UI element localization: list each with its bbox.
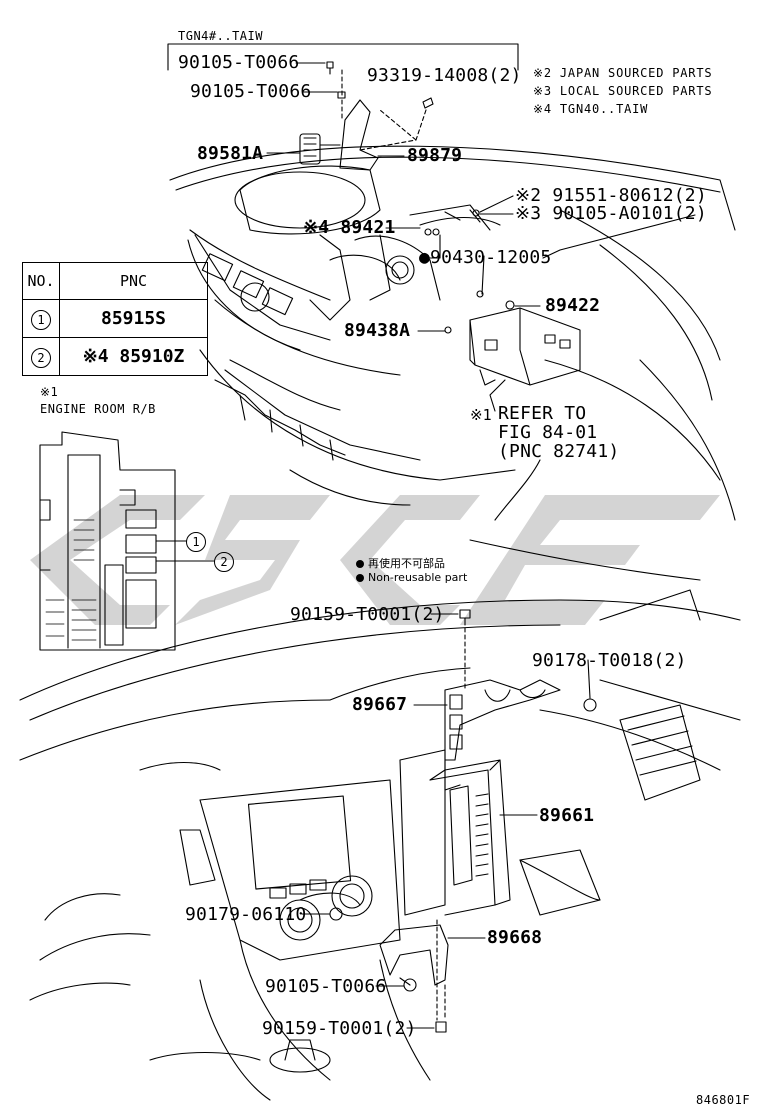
part-89438A: 89438A: [344, 320, 411, 341]
pnc-table: NO. PNC 1 85915S 2 ※4 85910Z: [22, 262, 208, 376]
part-89879: 89879: [407, 145, 463, 166]
part-90105-T0066-bottom: 90105-T0066: [265, 976, 387, 997]
part-89581A: 89581A: [197, 143, 264, 164]
legend-local: ※3 LOCAL SOURCED PARTS: [533, 84, 713, 98]
dash-top: [19, 599, 741, 701]
refer-mark: ※1: [470, 406, 492, 424]
col-no: NO.: [22, 262, 60, 300]
part-90105-A0101: ※3 90105-A0101(2): [515, 203, 707, 224]
watermark-logo: [30, 495, 720, 625]
pnc-row: 2 ※4 85910Z: [22, 337, 208, 376]
part-91551-80612: ※2 91551-80612(2): [515, 185, 707, 206]
part-90105-T0066-top: 90105-T0066: [178, 52, 300, 73]
part-90159-T0001-bottom: 90159-T0001(2): [262, 1018, 417, 1039]
hood-line: [169, 145, 736, 231]
bracket-89667: [444, 679, 561, 761]
part-89422: 89422: [545, 295, 601, 316]
engine-block: [239, 165, 381, 235]
nonreuse-en: Non-reusable part: [356, 571, 467, 584]
vent-right: [619, 704, 701, 801]
pnc-table-header: NO. PNC: [22, 262, 208, 300]
row-pnc: 85915S: [59, 299, 208, 338]
center-console: [199, 779, 401, 961]
rb-title: ENGINE ROOM R/B: [40, 402, 156, 416]
part-90105-T0066-second: 90105-T0066: [190, 81, 312, 102]
bullet-icon: [356, 560, 364, 568]
legend-japan: ※2 JAPAN SOURCED PARTS: [533, 66, 713, 80]
callout-2: 2: [214, 551, 234, 572]
refer-line-1: REFER TO: [498, 403, 587, 424]
rb-mark: ※1: [40, 385, 59, 399]
bracket-89879: [339, 99, 379, 171]
refer-line-3: (PNC 82741): [498, 441, 620, 462]
bolt-icon: [326, 61, 515, 334]
ecu-89661: [399, 749, 446, 916]
part-90159-T0001-top: 90159-T0001(2): [290, 604, 445, 625]
row-number: 2: [31, 347, 51, 368]
part-89668: 89668: [487, 927, 543, 948]
part-90179-06110: 90179-06110: [185, 904, 307, 925]
screw-icon: [329, 609, 597, 1033]
bracket-89668: [379, 924, 449, 986]
col-pnc: PNC: [59, 262, 208, 300]
part-89661: 89661: [539, 805, 595, 826]
part-93319-14008: 93319-14008(2): [367, 65, 522, 86]
group-label: TGN4#..TAIW: [178, 29, 263, 43]
relay-block: [469, 307, 581, 386]
row-number: 1: [31, 309, 51, 330]
nonreuse-zh: 再使用不可部品: [356, 555, 445, 571]
bullet-icon: [356, 574, 364, 582]
callout-1: 1: [186, 531, 206, 552]
part-89421: ※4 89421: [303, 217, 396, 238]
part-90430-12005: ●90430-12005: [419, 247, 552, 268]
legend-tgn40: ※4 TGN40..TAIW: [533, 102, 649, 116]
engine-room-rb-figure: [39, 431, 215, 651]
group-bracket: [167, 43, 519, 71]
figure-code: 846801F: [696, 1093, 751, 1107]
refer-line-2: FIG 84-01: [498, 422, 598, 443]
pnc-row: 1 85915S: [22, 299, 208, 338]
part-90178-T0018: 90178-T0018(2): [532, 650, 687, 671]
part-89667: 89667: [352, 694, 408, 715]
row-pnc: ※4 85910Z: [59, 337, 208, 376]
